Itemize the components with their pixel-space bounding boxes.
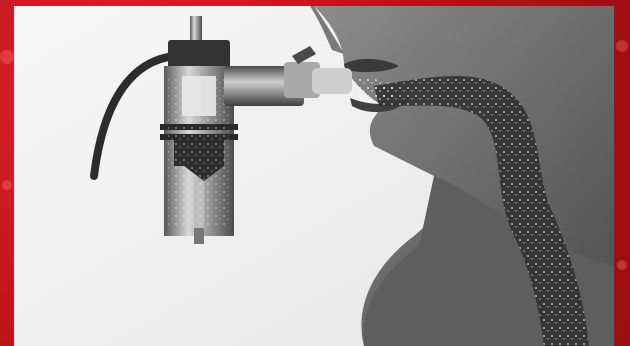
frame-highlight [0, 50, 14, 64]
frame-highlight [616, 40, 628, 52]
frame-highlight [2, 180, 12, 190]
illustration-svg [14, 6, 614, 346]
frame-highlight [617, 260, 627, 270]
inhalation-illustration [14, 6, 614, 346]
